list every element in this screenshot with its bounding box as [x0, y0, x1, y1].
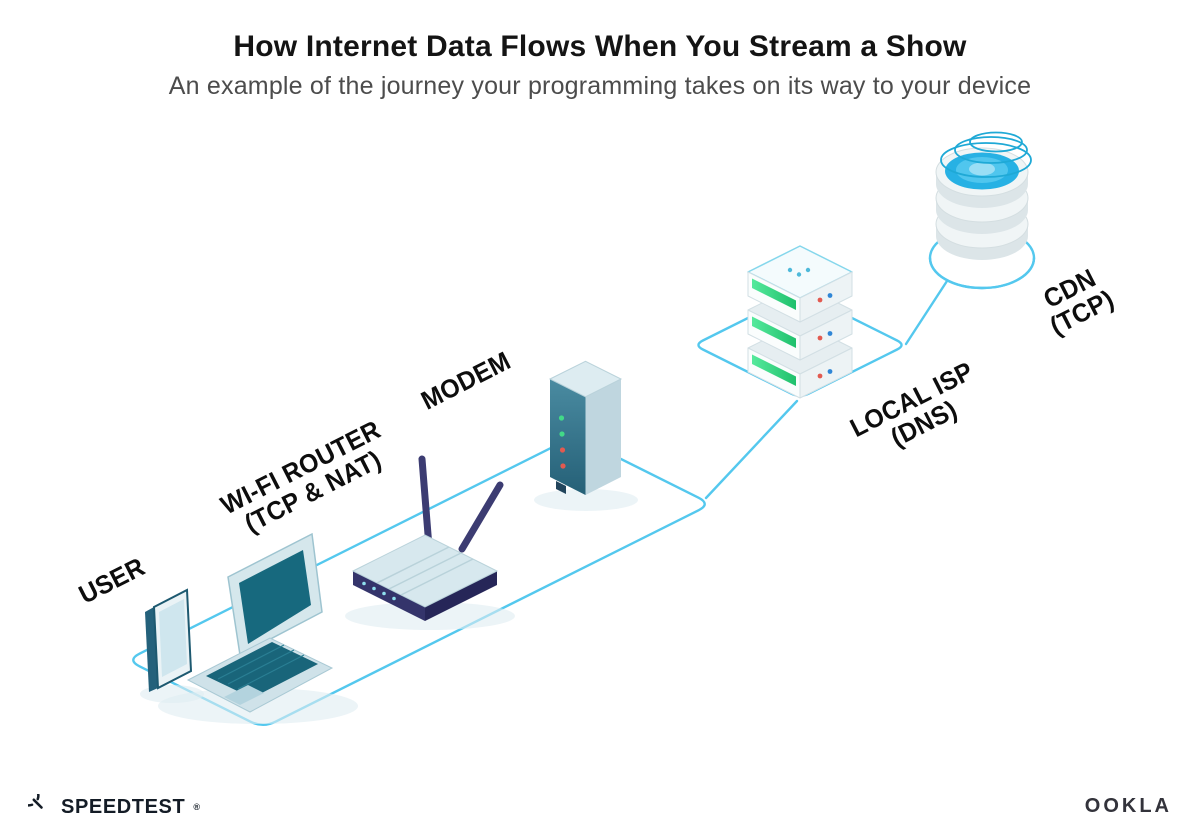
speedtest-trademark: ® [193, 802, 201, 812]
swirl-ring [940, 142, 1032, 178]
server-unit [747, 245, 853, 323]
page-subtitle: An example of the journey your programmi… [168, 72, 1032, 100]
speedtest-gauge-icon [28, 794, 43, 809]
cdn-ring-front [928, 256, 1036, 290]
header: How Internet Data Flows When You Stream … [0, 30, 1200, 101]
cdn-database-icon [928, 131, 1036, 290]
speedtest-wordmark: SPEEDTEST [61, 795, 186, 818]
user-laptop-icon [158, 532, 358, 724]
swirl-ring [969, 131, 1023, 153]
connector-isp-cdn [904, 279, 949, 346]
speedtest-logo: SPEEDTEST ® [28, 794, 201, 820]
swirl-ring [954, 136, 1028, 164]
connector-modem-isp [704, 399, 799, 500]
wifi-router-icon [345, 455, 515, 630]
modem-icon [534, 360, 638, 511]
ookla-logo: OOKLA [1084, 795, 1172, 817]
isp-server-icon [747, 245, 853, 399]
page-title: How Internet Data Flows When You Stream … [233, 30, 967, 63]
user-phone-icon [140, 588, 204, 703]
